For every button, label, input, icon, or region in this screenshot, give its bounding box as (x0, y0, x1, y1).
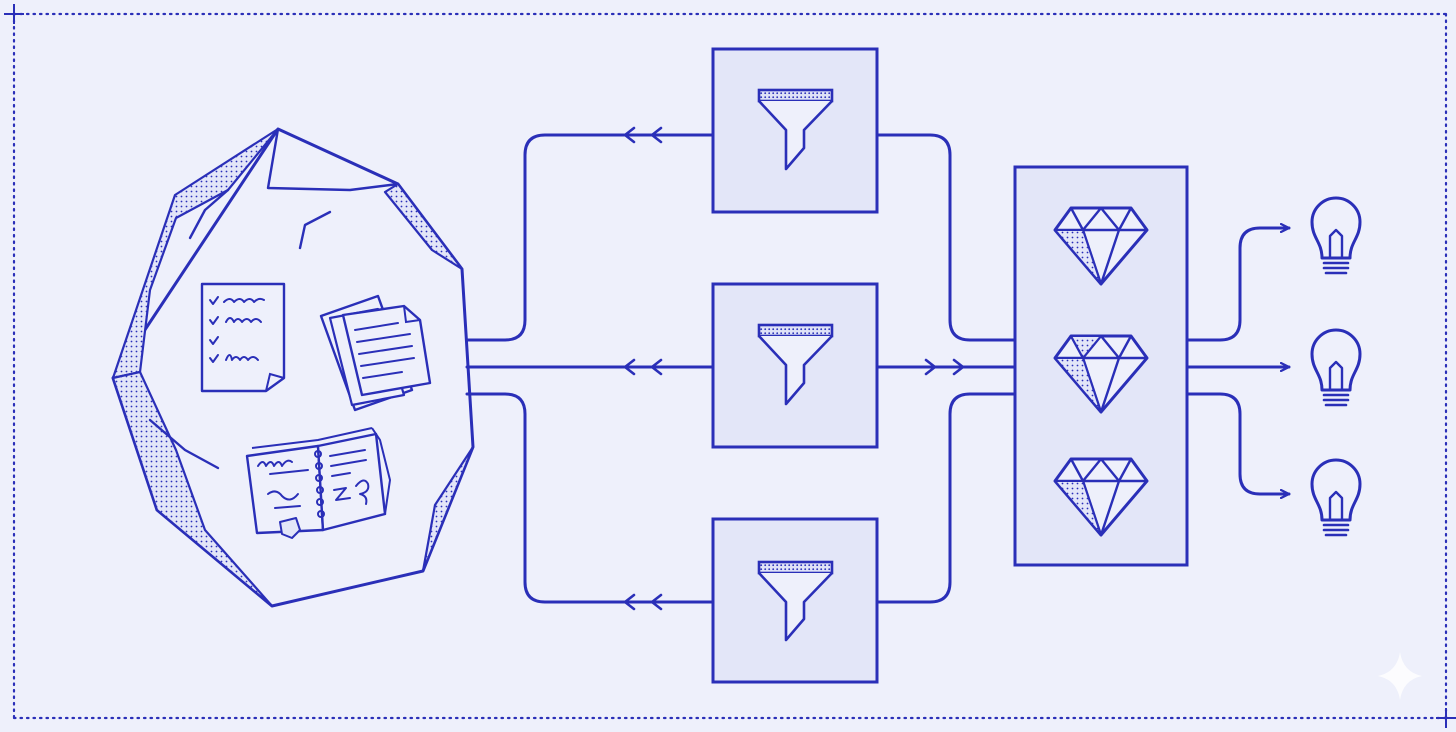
rock-with-documents-icon (111, 127, 475, 608)
diamond-icon (1053, 457, 1149, 537)
output-arrows (1185, 228, 1291, 494)
sparkle-icon (1378, 652, 1422, 700)
funnel-icon (757, 88, 834, 171)
diamond-icon (1053, 334, 1149, 414)
gem-panel (1013, 165, 1189, 567)
frame-corner-marks (4, 4, 1456, 728)
filter-box-middle (711, 282, 879, 449)
filter-box-top (711, 47, 879, 214)
connector-lines (465, 133, 1017, 604)
flow-chevrons (623, 126, 965, 611)
diamond-icon (1053, 206, 1149, 286)
lightbulb-icon (1310, 458, 1362, 537)
funnel-icon (757, 323, 834, 406)
lightbulb-icon (1310, 196, 1362, 275)
stacked-papers-icon (319, 294, 432, 412)
dotted-frame (12, 12, 1448, 720)
filter-box-bottom (711, 517, 879, 684)
open-notebook-icon (245, 427, 392, 539)
lightbulb-icon (1310, 328, 1362, 407)
funnel-icon (757, 560, 834, 642)
checklist-document-icon (200, 282, 286, 393)
